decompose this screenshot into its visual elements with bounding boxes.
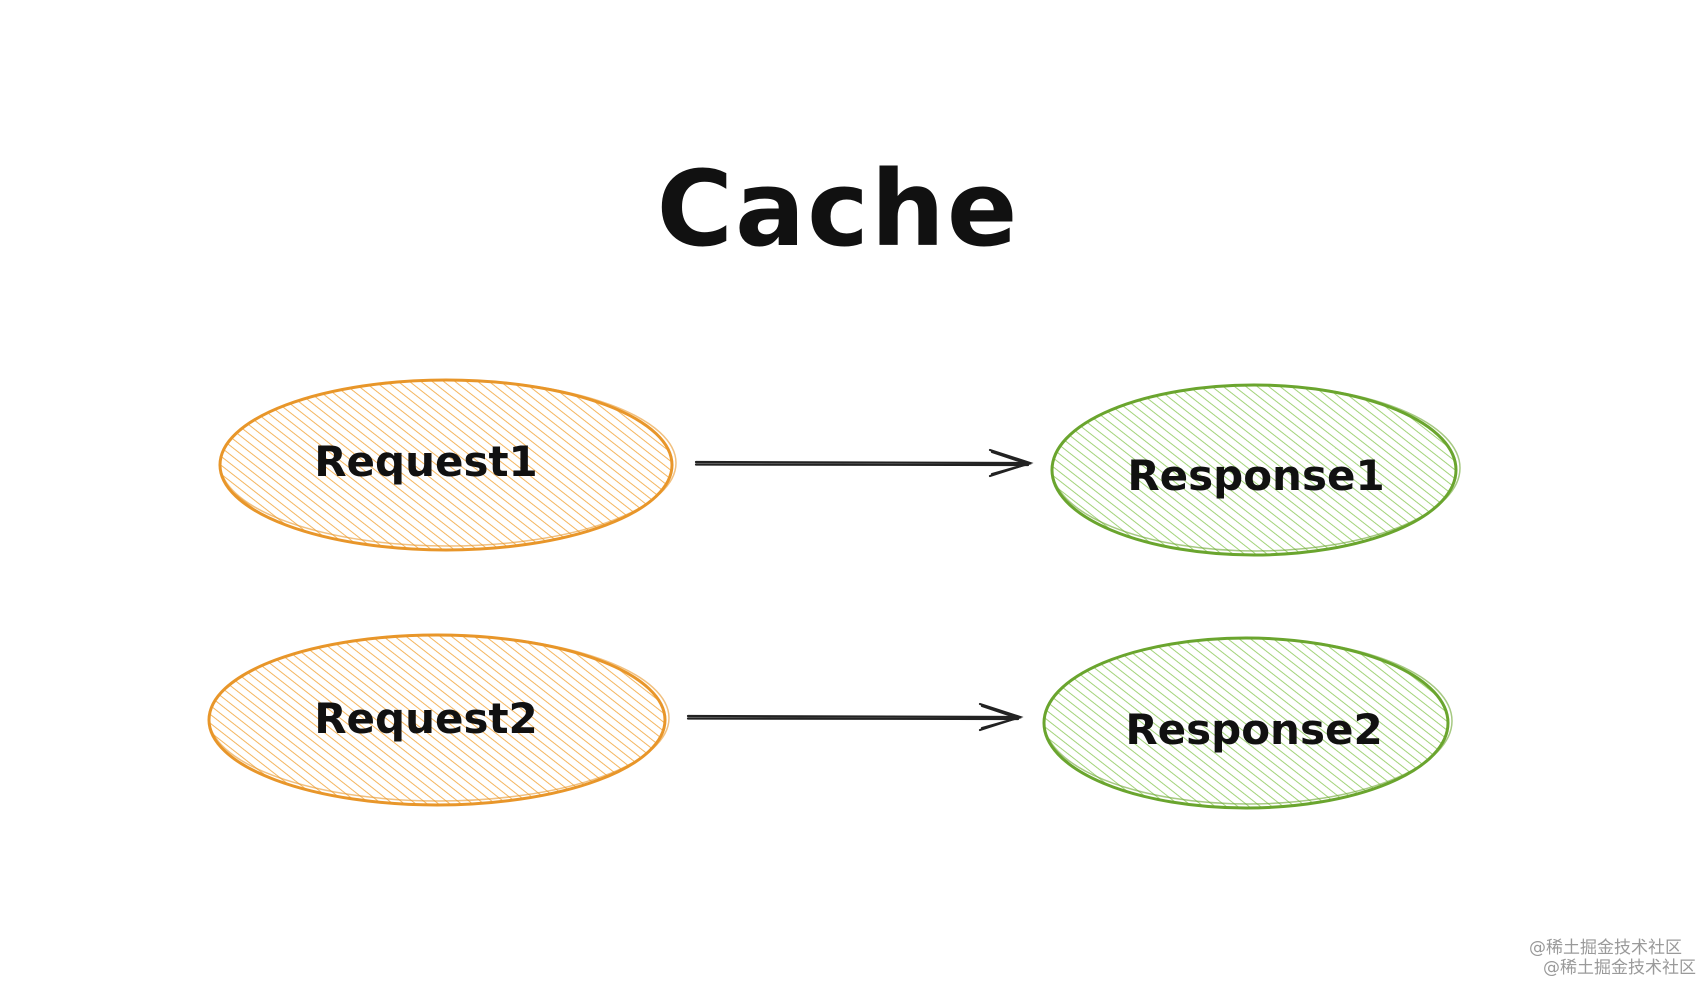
arrow-request1-to-response1 bbox=[694, 448, 1034, 478]
response1-ellipse-sketch bbox=[1051, 384, 1461, 552]
response2-label: Response2 bbox=[1125, 705, 1382, 754]
node-response2: Response2 bbox=[1042, 636, 1453, 810]
request1-ellipse-sketch bbox=[219, 379, 677, 547]
node-request2: Request2 bbox=[207, 633, 670, 807]
node-response1: Response1 bbox=[1050, 383, 1461, 557]
watermark-text: @稀土掘金技术社区 bbox=[1529, 938, 1682, 958]
request2-ellipse-sketch bbox=[208, 634, 670, 802]
response2-ellipse-sketch bbox=[1043, 637, 1453, 805]
node-request1: Request1 bbox=[218, 378, 677, 552]
watermark-text: @稀土掘金技术社区 bbox=[1543, 958, 1696, 978]
request2-label: Request2 bbox=[314, 694, 538, 743]
response1-label: Response1 bbox=[1127, 451, 1384, 500]
arrow-request2-to-response2 bbox=[686, 702, 1024, 732]
diagram-title: Cache bbox=[657, 148, 1020, 270]
request1-label: Request1 bbox=[314, 437, 538, 486]
